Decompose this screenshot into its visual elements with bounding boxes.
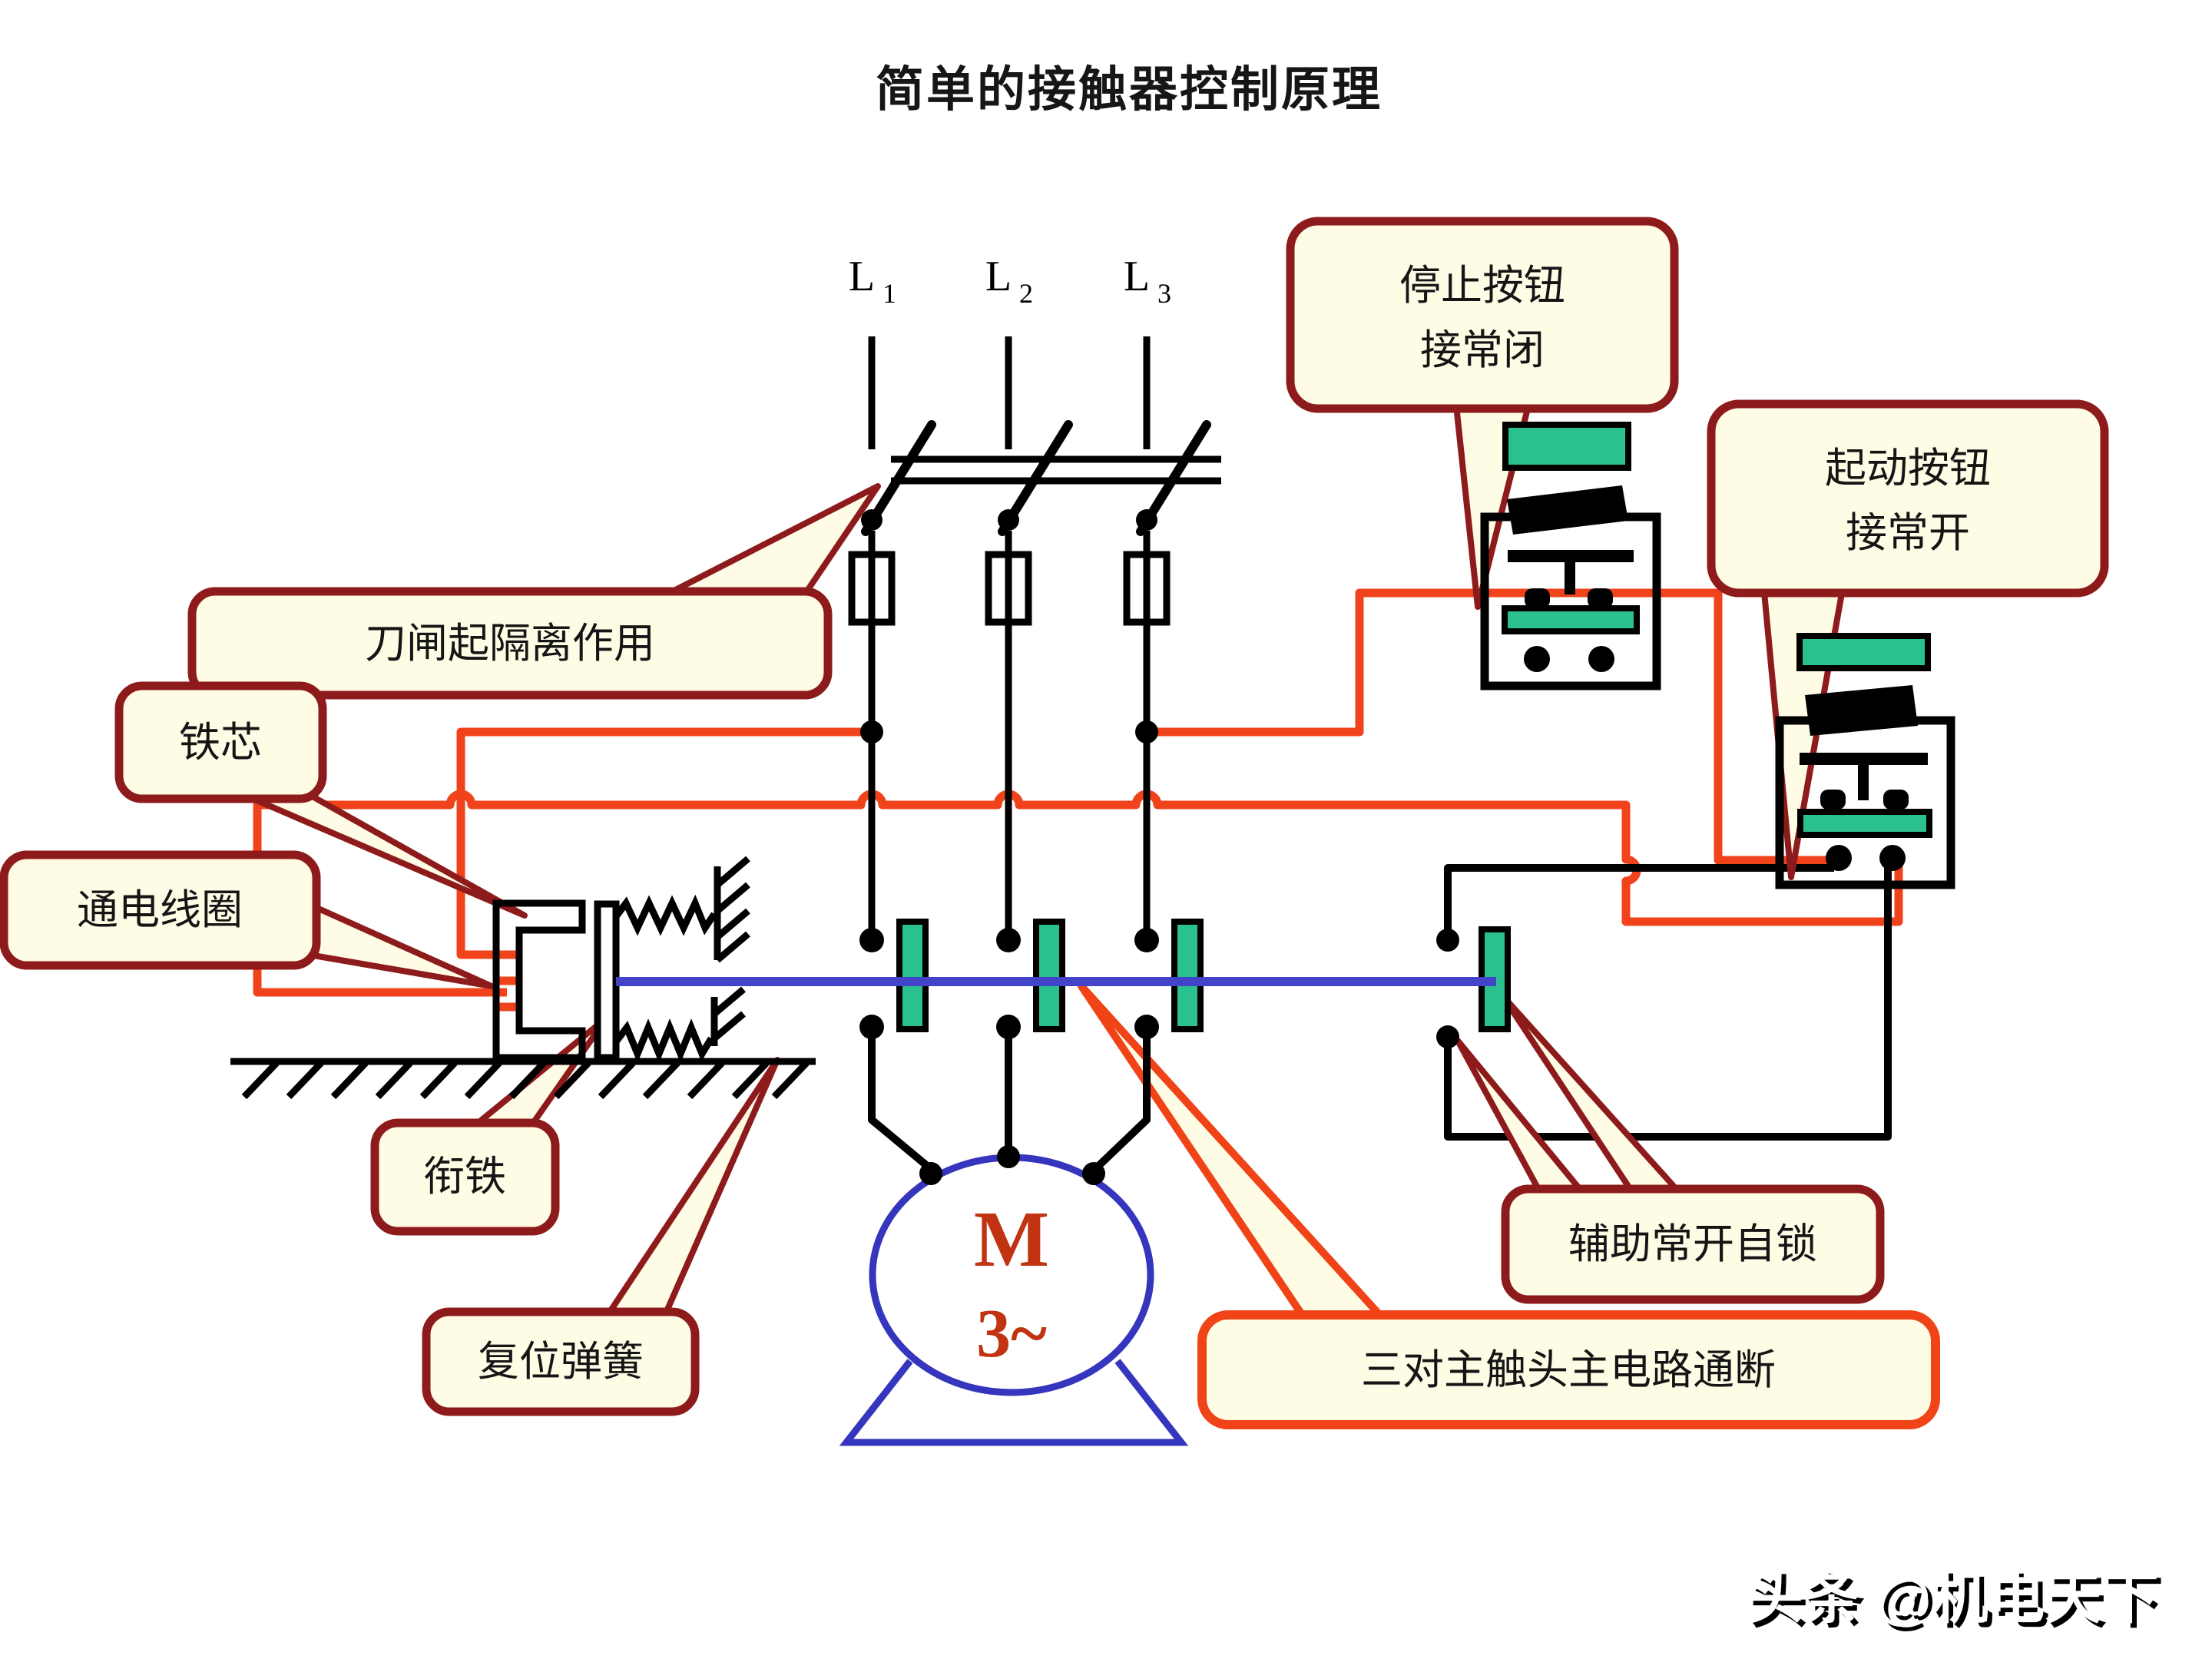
start-no-bridge	[1797, 809, 1932, 838]
coil-return-wire	[253, 790, 1903, 997]
start-plunger-stem	[1858, 765, 1869, 800]
stop-nc-bridge	[1502, 605, 1640, 634]
stop-button-spring	[1507, 485, 1628, 535]
callout-main-contacts	[1197, 1310, 1940, 1429]
contact-bridge-3	[1171, 919, 1204, 1032]
motor-terminal-2	[997, 1145, 1020, 1168]
motor-stand	[839, 1359, 1189, 1446]
aux-contact	[1436, 926, 1511, 1048]
armature-bar	[594, 900, 620, 1061]
contact-bridge-1	[896, 919, 929, 1032]
stop-button[interactable]	[1480, 422, 1661, 690]
stop-start-wire	[1157, 588, 1836, 865]
contact-upper-2	[996, 928, 1021, 952]
motor-wire-3	[1092, 1027, 1151, 1172]
phase-sub-L2: 2	[1019, 278, 1033, 309]
motor-terminal-1	[919, 1162, 942, 1185]
contact-upper-3	[1134, 928, 1159, 952]
phase-sub-L1: 1	[882, 278, 896, 309]
main-contacts-pointer	[1078, 982, 1386, 1322]
start-plunger-bar	[1800, 753, 1928, 765]
motor-symbol: M	[974, 1195, 1049, 1283]
motor-wire-1	[868, 1027, 934, 1172]
callout-start	[1707, 399, 2109, 598]
phase-sub-L3: 3	[1157, 278, 1171, 309]
page-title: 简单的接触器控制原理	[876, 63, 1382, 117]
phase-label-L1: L	[849, 253, 875, 300]
aux-lower-dot	[1436, 1025, 1459, 1048]
callout-aux	[1501, 1184, 1885, 1304]
aux-lower-wire	[1444, 866, 1892, 1141]
watermark-shadow: 头条 @机电天下	[1751, 1571, 2164, 1634]
watermark-text: 头条 @机电天下	[1747, 1566, 2159, 1630]
tap-dot-L3	[1135, 720, 1158, 743]
supply-lines	[868, 336, 1151, 449]
upper-anchor-hatch	[715, 856, 750, 963]
knife-link-bars	[891, 455, 1221, 485]
tap-dot-L1	[860, 720, 883, 743]
motor-phase: 3~	[976, 1296, 1047, 1372]
callout-knife-label: 刀闸起隔离作用	[365, 621, 655, 667]
phase-drop-lines	[868, 531, 1151, 931]
callouts: 刀闸起隔离作用 铁芯 通电线圈 衔铁 复位弹簧 停止按钮 接常闭 起动按钮 接常…	[0, 217, 2109, 1429]
aux-upper-dot	[1436, 929, 1459, 952]
stop-fixed-contact-left	[1525, 588, 1550, 608]
upper-spring	[614, 894, 717, 936]
supply-section	[848, 336, 1221, 931]
contact-bridge-2	[1033, 919, 1065, 1032]
start-button-cap[interactable]	[1796, 633, 1931, 671]
coil-supply-wire	[456, 727, 861, 959]
auxiliary-black-loop	[1444, 864, 1892, 1141]
callout-start-line2: 接常开	[1846, 510, 1970, 556]
callout-knife	[187, 587, 833, 700]
callout-pointers	[243, 402, 1848, 1322]
knife-pivot-3	[1136, 509, 1157, 531]
start-fixed-contact-right	[1883, 790, 1909, 810]
stop-terminal-left	[1524, 646, 1550, 672]
knife-pivot-2	[998, 509, 1019, 531]
phase-label-L3: L	[1124, 253, 1150, 300]
callout-spring-label: 复位弹簧	[478, 1339, 644, 1385]
start-button-housing	[1775, 716, 1955, 889]
stop-button-cap[interactable]	[1502, 422, 1631, 471]
callout-armature	[370, 1118, 560, 1236]
stop-fixed-contact-right	[1588, 588, 1613, 608]
stop-plunger-bar	[1508, 550, 1634, 562]
callout-core-label: 铁芯	[179, 720, 262, 766]
lower-spring	[614, 1018, 714, 1063]
start-terminal-left	[1826, 845, 1852, 871]
callout-core	[114, 681, 327, 803]
callout-armature-label: 衔铁	[423, 1154, 506, 1200]
phase-labels: L 1 L 2 L 3	[849, 253, 1171, 309]
start-terminal-right	[1879, 845, 1906, 871]
callout-main-contacts-label: 三对主触头主电路通断	[1361, 1347, 1776, 1393]
callout-coil	[0, 850, 321, 970]
stop-button-housing	[1480, 512, 1661, 690]
lower-anchor-hatch	[712, 986, 746, 1041]
watermark: 头条 @机电天下 头条 @机电天下	[1747, 1566, 2164, 1634]
callout-stop-line1: 停止按钮	[1399, 263, 1565, 309]
callout-spring	[422, 1307, 700, 1416]
start-button[interactable]	[1775, 633, 1955, 889]
callout-stop	[1286, 217, 1679, 413]
phase-label-L2: L	[985, 253, 1012, 300]
main-contacts	[859, 919, 1204, 1172]
callout-coil-label: 通电线圈	[77, 887, 243, 933]
knife-pointer	[657, 483, 881, 601]
start-fixed-contact-left	[1820, 790, 1846, 810]
stop-terminal-right	[1588, 646, 1614, 672]
iron-core	[492, 899, 586, 1061]
aux-upper-wire	[1444, 864, 1834, 930]
motor-terminal-3	[1082, 1162, 1105, 1185]
knife-pivot-1	[861, 509, 882, 531]
callout-stop-line2: 接常闭	[1420, 327, 1545, 373]
contact-upper-1	[859, 928, 884, 952]
stop-plunger-stem	[1565, 562, 1575, 594]
callout-aux-label: 辅助常开自锁	[1568, 1221, 1817, 1267]
ground-hatching	[241, 1060, 810, 1100]
motor: M 3~	[839, 1145, 1189, 1446]
callout-start-line1: 起动按钮	[1825, 445, 1991, 492]
